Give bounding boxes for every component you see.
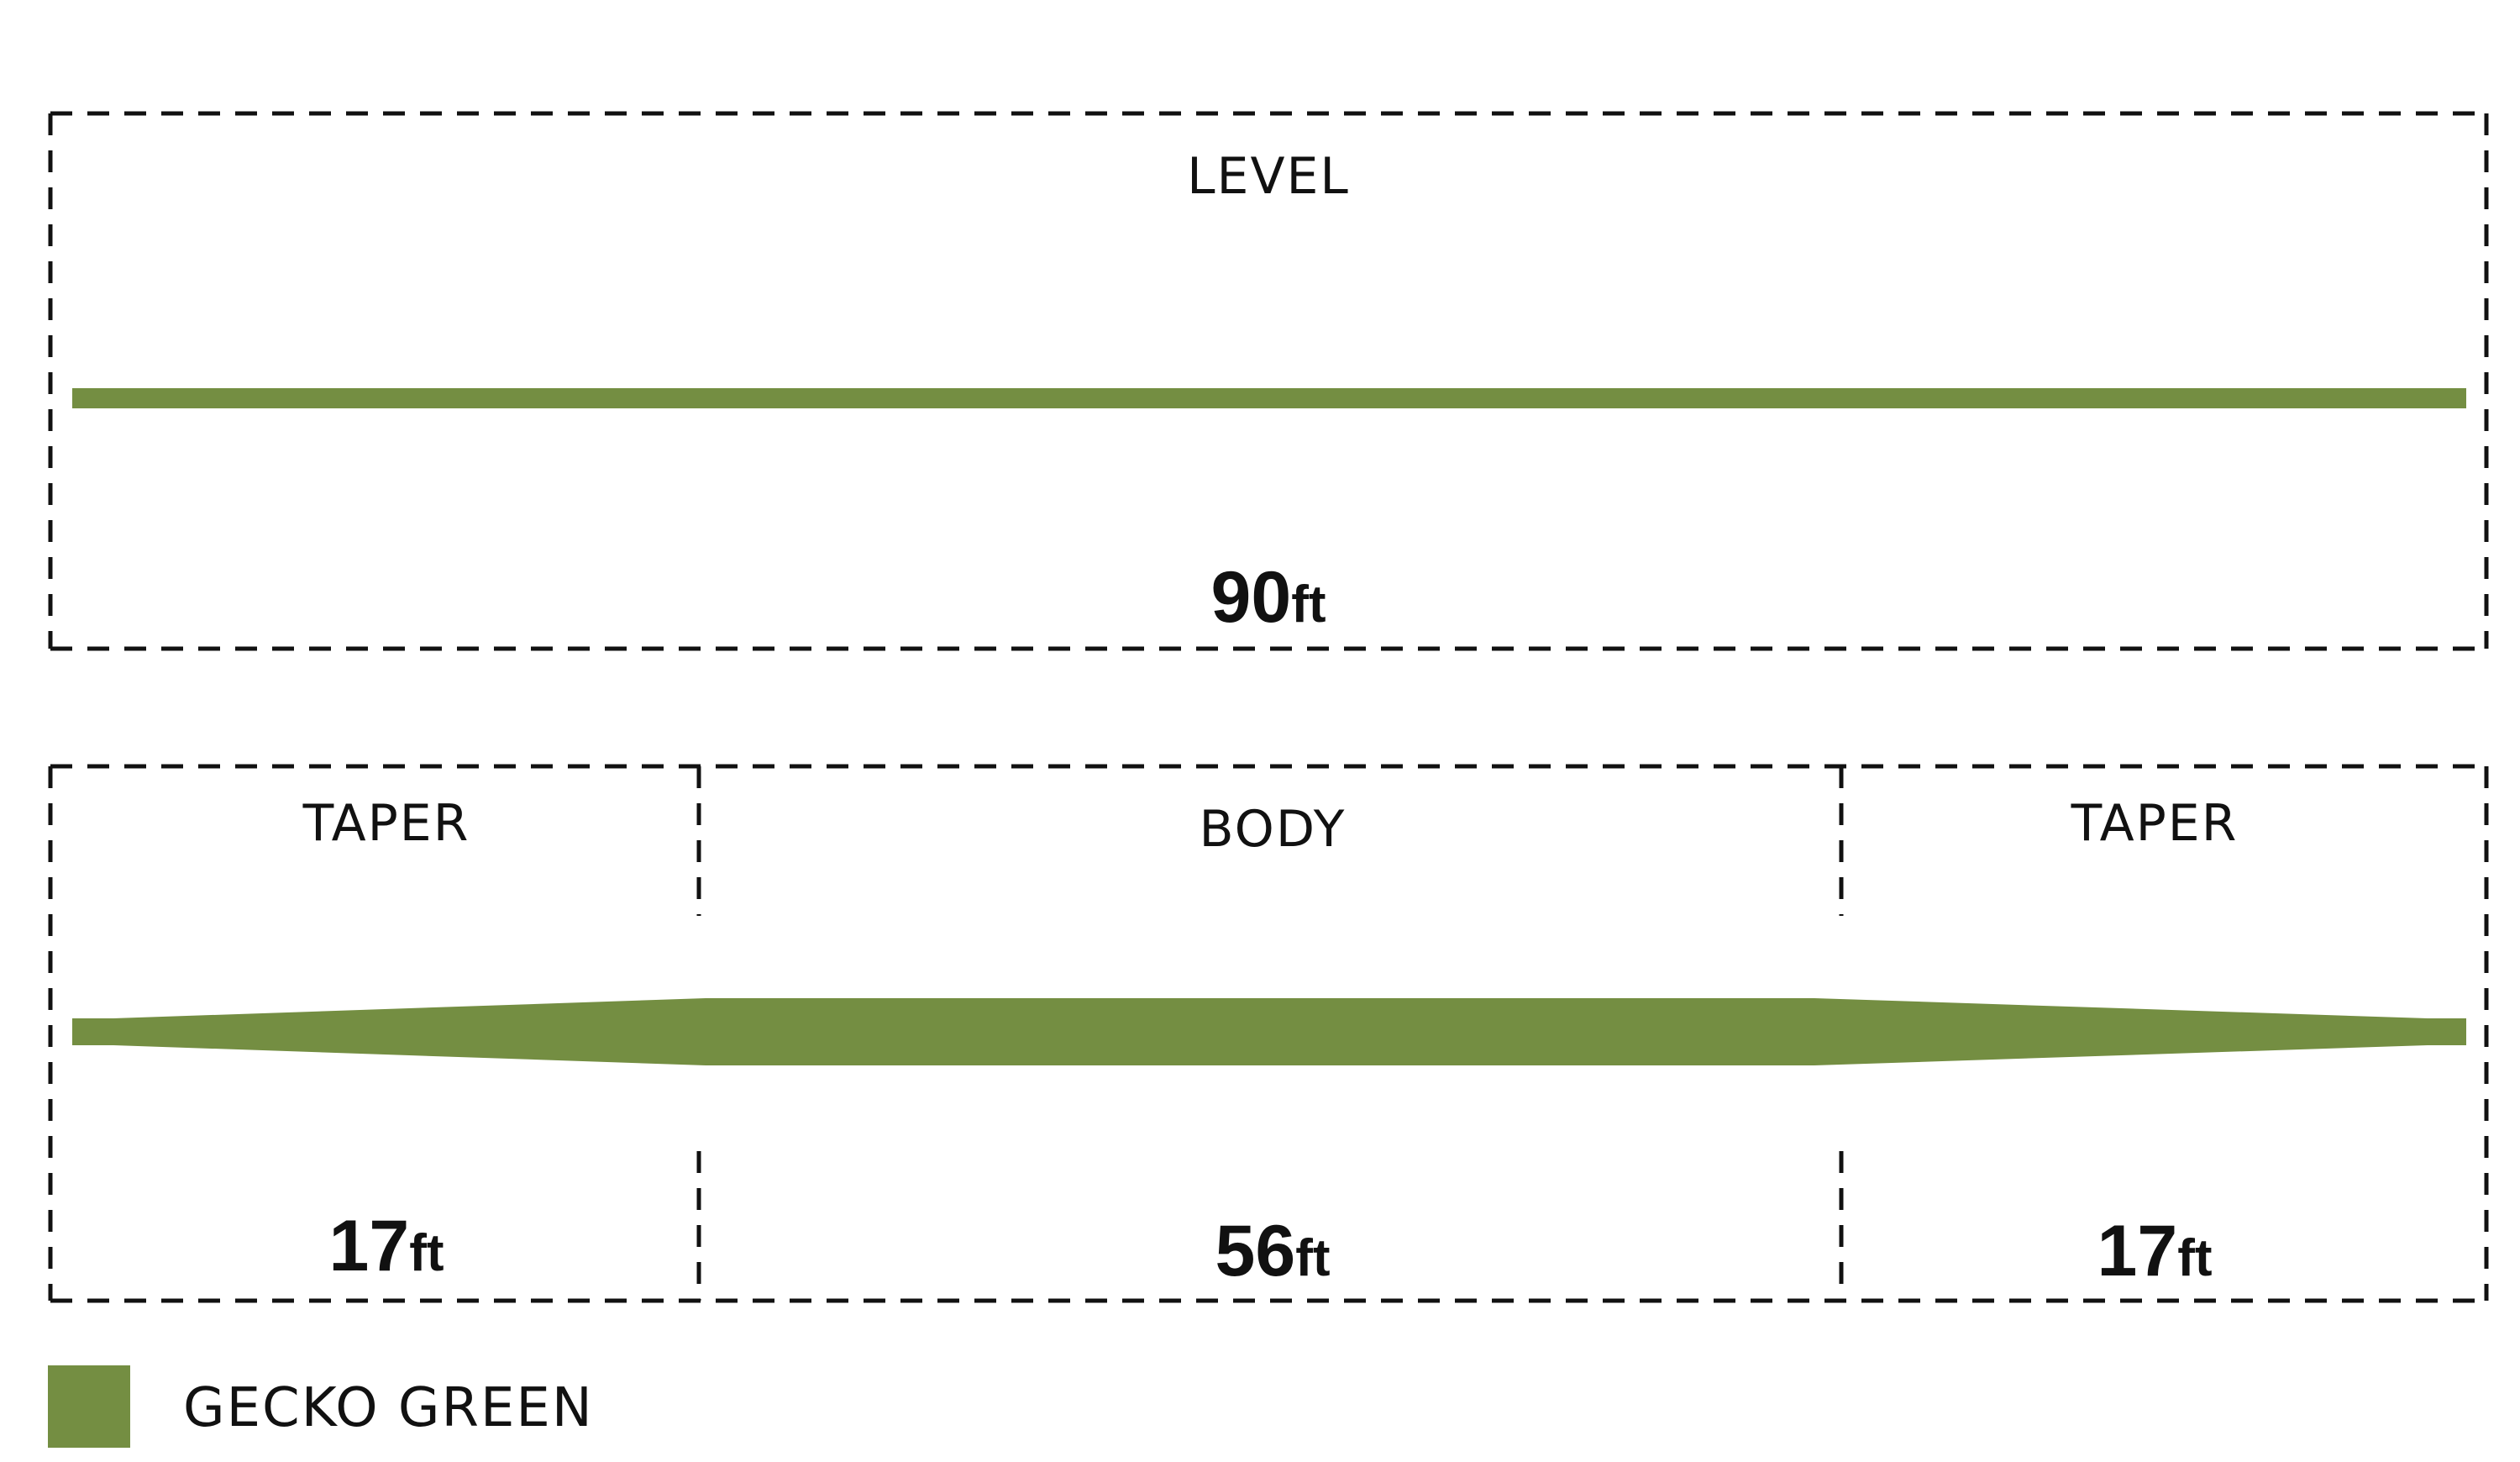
body-length: 56ft (1215, 1211, 1331, 1291)
tapered-panel: TAPER BODY TAPER 17ft 56ft 17ft (48, 764, 2489, 1303)
level-length-label: 90ft (1211, 557, 1326, 638)
color-legend: GECKO GREEN (48, 1365, 594, 1448)
level-panel-frame (48, 111, 2489, 651)
level-panel: LEVEL 90ft (48, 111, 2489, 651)
level-line-profile (72, 388, 2466, 408)
front-taper-length-value: 17 (329, 1206, 410, 1286)
legend-color-swatch (48, 1365, 130, 1448)
front-taper-length: 17ft (329, 1206, 444, 1286)
front-taper-label: TAPER (302, 794, 470, 853)
body-length-unit: ft (1295, 1229, 1330, 1287)
rear-taper-length: 17ft (2097, 1211, 2213, 1291)
rear-taper-length-value: 17 (2097, 1211, 2178, 1291)
front-taper-length-unit: ft (409, 1224, 444, 1282)
tapered-panel-frame (48, 764, 2489, 1303)
rear-taper-length-unit: ft (2177, 1229, 2212, 1287)
level-length-unit: ft (1291, 576, 1326, 634)
level-length-value: 90 (1211, 557, 1292, 638)
body-length-value: 56 (1215, 1211, 1296, 1291)
legend-color-name: GECKO GREEN (183, 1377, 594, 1439)
rear-taper-label: TAPER (2071, 794, 2239, 853)
body-label: BODY (1200, 800, 1347, 859)
level-section-label: LEVEL (1187, 147, 1350, 206)
tapered-line-profile (72, 998, 2466, 1065)
